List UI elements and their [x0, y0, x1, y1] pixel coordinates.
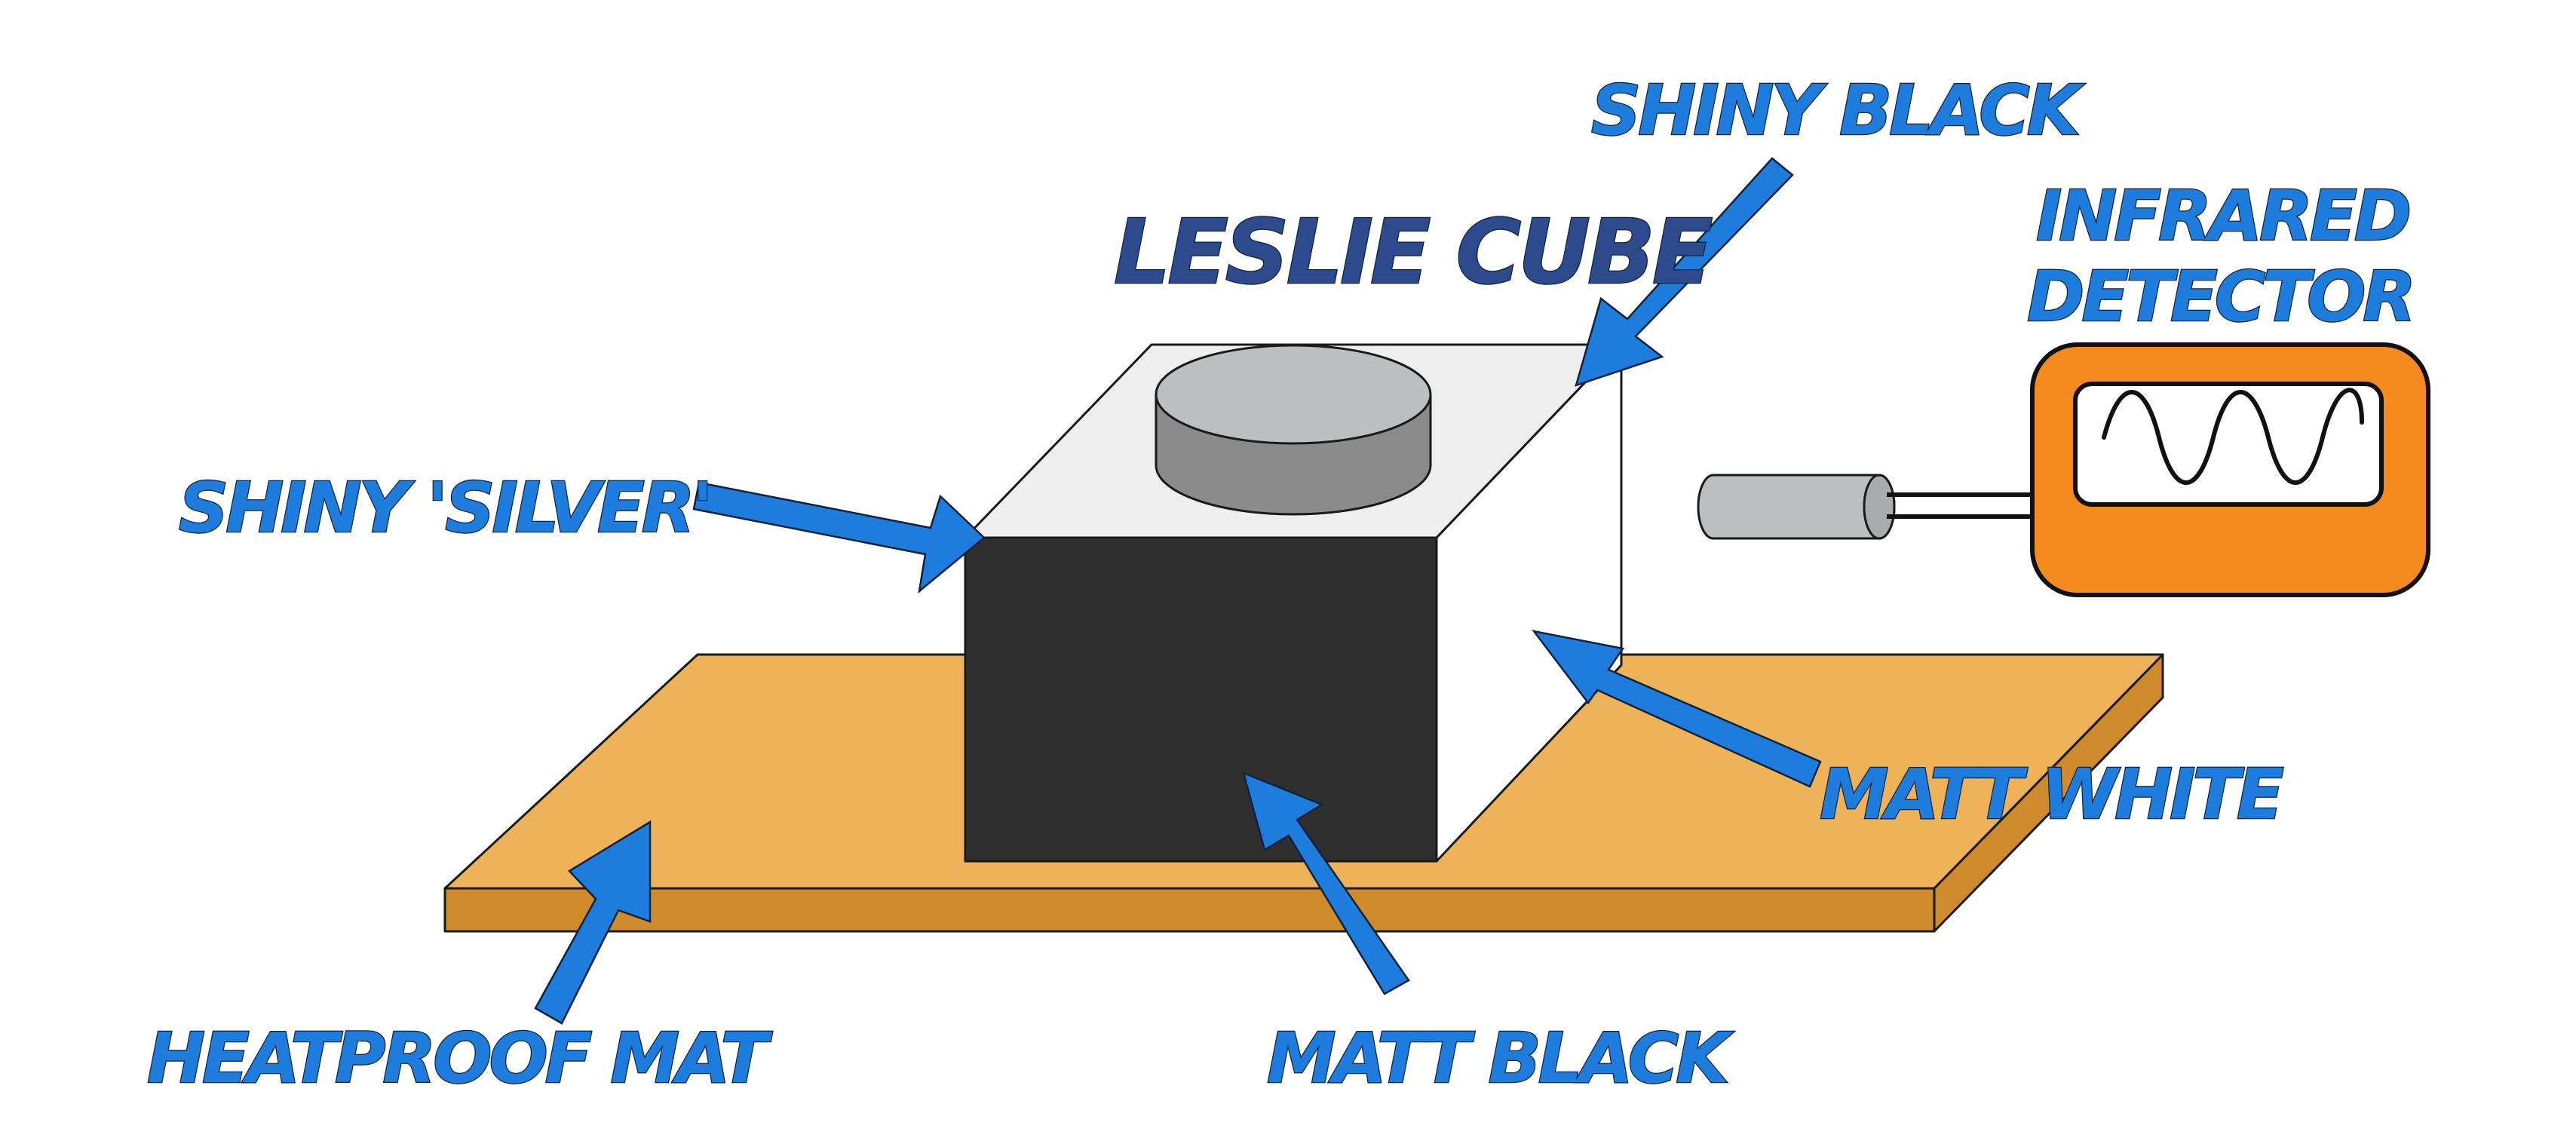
label-shiny-silver: SHINY 'SILVER' — [179, 468, 710, 548]
label-shiny-black: SHINY BLACK — [1591, 70, 2085, 151]
labels: LESLIE CUBE SHINY BLACK SHINY 'SILVER' I… — [146, 69, 2418, 1100]
arrow-shiny-silver — [692, 481, 986, 594]
sensor-tube-end — [1863, 474, 1896, 540]
leslie-cube — [964, 343, 1623, 863]
cube-front-face-matt-black — [964, 536, 1438, 863]
arrows — [534, 157, 1822, 1025]
label-matt-black: MATT BLACK — [1267, 1018, 1734, 1099]
infrared-detector — [1697, 342, 2430, 597]
arrow-heatproof-mat — [534, 820, 652, 1025]
mat-front-face — [443, 887, 1936, 933]
arrow-matt-black — [1242, 771, 1410, 995]
label-infrared-line2: DETECTOR — [2027, 256, 2413, 337]
label-infrared-line1: INFRARED — [2036, 176, 2409, 256]
label-matt-white: MATT WHITE — [1820, 754, 2283, 835]
cube-lid — [1155, 344, 1432, 516]
sine-wave-icon — [2102, 388, 2364, 485]
label-title: LESLIE CUBE — [1114, 200, 1713, 304]
lid-top — [1155, 344, 1432, 445]
arrow-matt-white — [1532, 630, 1822, 788]
label-heatproof-mat: HEATPROOF MAT — [147, 1018, 773, 1099]
arrow-shiny-black — [1575, 157, 1794, 387]
